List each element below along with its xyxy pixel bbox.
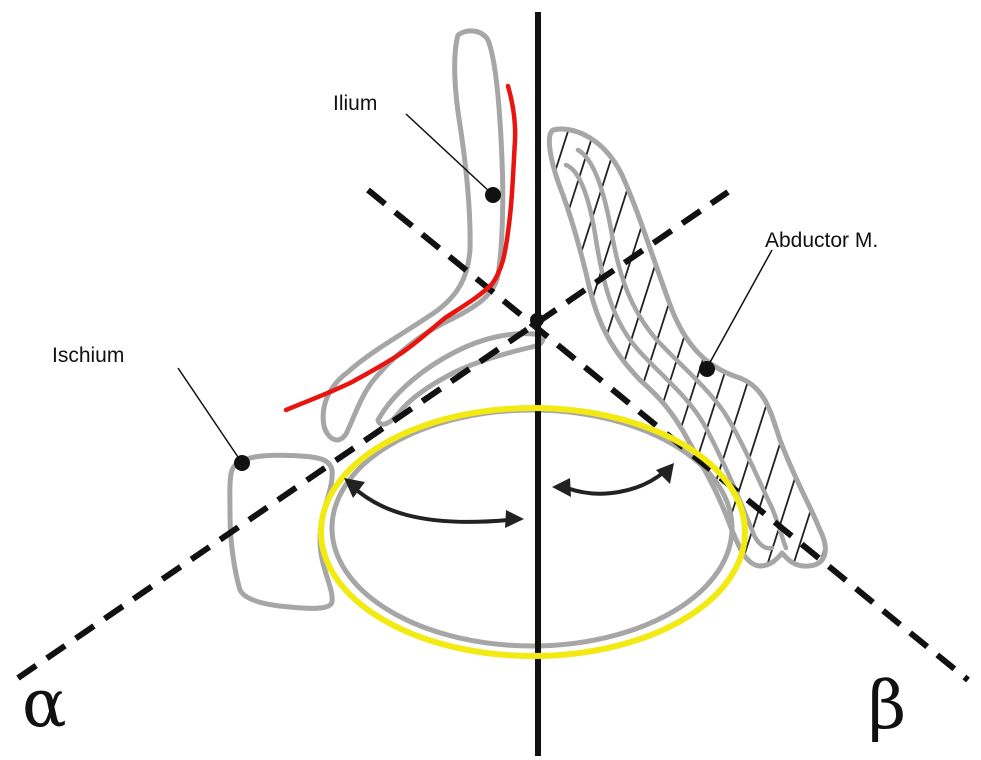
right-rotation-arrow bbox=[567, 472, 664, 494]
right-arrowhead-end bbox=[656, 463, 674, 484]
ischium-outline bbox=[230, 455, 332, 608]
femoral-head-yellow-highlight bbox=[321, 408, 745, 656]
axes-intersection-point bbox=[530, 313, 544, 327]
label-alpha: α bbox=[22, 665, 67, 742]
femoral-head-outline bbox=[332, 410, 732, 646]
dashed-axis-alpha bbox=[18, 192, 728, 678]
hatch-line bbox=[626, 100, 786, 600]
label-ischium: Ischium bbox=[52, 344, 124, 367]
abductor-dot bbox=[699, 361, 715, 377]
hatch-line bbox=[886, 100, 981, 600]
abductor-inner-band-2 bbox=[578, 150, 786, 548]
ischium-dot bbox=[234, 455, 250, 471]
label-abductor-muscle: Abductor M. bbox=[765, 229, 878, 252]
hatch-line bbox=[678, 100, 838, 600]
ischium-leader-line bbox=[178, 368, 240, 460]
abductor-muscle-outline bbox=[549, 129, 825, 566]
hatch-line bbox=[808, 100, 968, 600]
label-beta: β bbox=[868, 667, 906, 744]
hatch-line bbox=[964, 100, 981, 600]
ilium-dot bbox=[485, 187, 501, 203]
label-ilium: Ilium bbox=[333, 92, 377, 115]
left-arrowhead-end bbox=[505, 510, 524, 528]
hatch-line bbox=[938, 100, 981, 600]
ilium-leader-line bbox=[406, 114, 491, 193]
abductor-leader-line bbox=[708, 250, 772, 366]
hatch-line bbox=[860, 100, 981, 600]
hatch-line bbox=[548, 100, 708, 600]
hatch-line bbox=[730, 100, 890, 600]
left-rotation-arrow bbox=[352, 486, 508, 522]
hatch-line bbox=[912, 100, 981, 600]
hatch-line bbox=[522, 100, 682, 600]
abductor-inner-band-1 bbox=[566, 165, 772, 548]
abductor-hatching bbox=[340, 100, 981, 600]
right-arrowhead-start bbox=[552, 478, 571, 497]
hatch-line bbox=[340, 100, 500, 600]
hatch-line bbox=[782, 100, 942, 600]
hatch-line bbox=[834, 100, 981, 600]
